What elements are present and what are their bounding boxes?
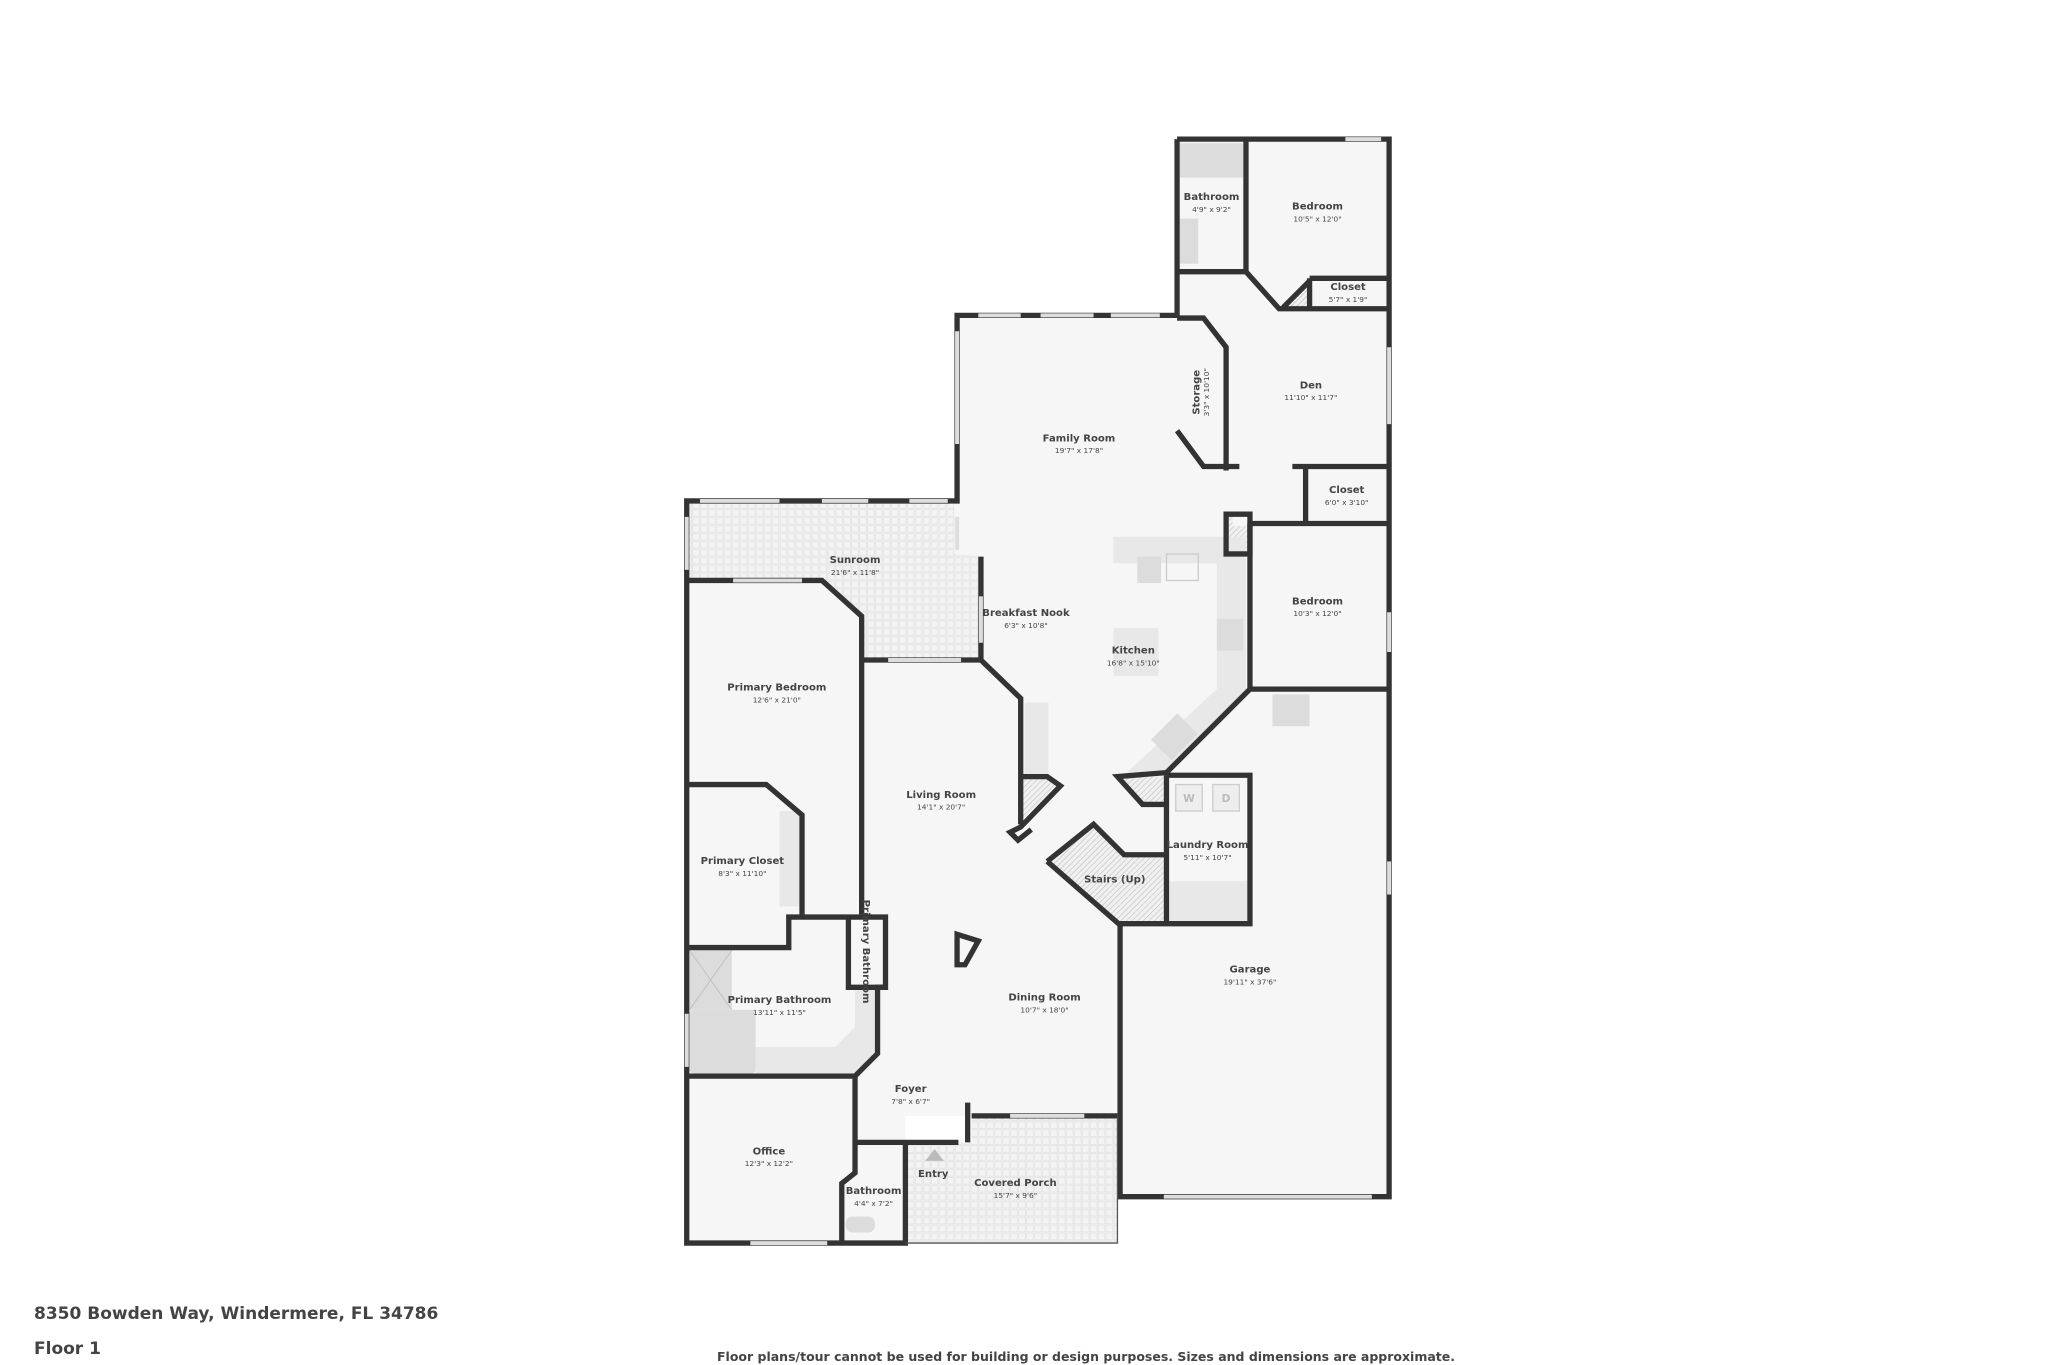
tub-icon (689, 1009, 756, 1074)
room-name: Bedroom (1292, 201, 1343, 212)
porch-floor (906, 1115, 1118, 1244)
room-dims: 5'7" x 1'9" (1329, 295, 1368, 304)
dishwasher-icon (1137, 556, 1162, 584)
room-dims: 12'3" x 12'2" (745, 1159, 793, 1168)
room-name: Entry (918, 1169, 949, 1180)
room-dims: 19'7" x 17'8" (1055, 446, 1103, 455)
kitchen-counter (1113, 536, 1246, 773)
fixtures: W D (689, 143, 1310, 1233)
refrigerator-icon (1150, 713, 1198, 761)
room-name: Closet (1329, 485, 1365, 496)
room-dims: 8'3" x 11'10" (718, 869, 766, 878)
room-name: Dining Room (1008, 993, 1080, 1004)
room-name: Storage (1192, 370, 1203, 415)
water-heater-icon (1272, 694, 1310, 727)
room-name: Closet (1330, 282, 1366, 293)
room-name: Primary Bedroom (727, 682, 826, 693)
room-name: Primary Bathroom (860, 900, 871, 1004)
room-name: Living Room (906, 790, 976, 801)
room-dims: 10'3" x 12'0" (1293, 609, 1341, 618)
room-dims: 12'6" x 21'0" (753, 695, 801, 704)
fireplace-area (1020, 776, 1061, 822)
bar-counter (1024, 702, 1049, 777)
room-name: Stairs (Up) (1084, 875, 1145, 886)
shower-cross (689, 949, 733, 1011)
floor-area (686, 139, 1390, 1244)
room-labels: Bathroom 4'9" x 9'2" Bedroom 10'5" x 12'… (701, 192, 1369, 1208)
room-dims: 3'3" x 10'10" (1202, 368, 1211, 416)
room-name: Covered Porch (974, 1178, 1057, 1189)
floor-label: Floor 1 (34, 1339, 101, 1359)
room-name: Office (753, 1146, 786, 1157)
room-dims: 15'7" x 9'6" (994, 1191, 1038, 1200)
room-name: Breakfast Nook (982, 608, 1070, 619)
room-name: Kitchen (1112, 645, 1155, 656)
room-name: Bedroom (1292, 596, 1343, 607)
laundry-counter (1167, 881, 1249, 923)
room-dims: 13'11" x 11'5" (753, 1008, 806, 1017)
room-dims: 7'8" x 6'7" (891, 1097, 930, 1106)
disclaimer: Floor plans/tour cannot be used for buil… (717, 1349, 1455, 1364)
room-name: Foyer (895, 1084, 927, 1095)
dryer-icon (1212, 783, 1241, 812)
sunroom-floor (689, 503, 981, 659)
room-name: Garage (1230, 965, 1271, 976)
room-dims: 4'9" x 9'2" (1192, 205, 1231, 214)
sink-icon (1165, 553, 1199, 582)
room-name: Laundry Room (1167, 840, 1249, 851)
bathtub-icon (1179, 143, 1244, 178)
room-dims: 16'8" x 15'10" (1107, 658, 1160, 667)
room-name: Family Room (1043, 433, 1116, 444)
stairs-area (1049, 824, 1167, 924)
room-dims: 19'11" x 37'6" (1223, 978, 1276, 987)
room-name: Primary Bathroom (728, 995, 832, 1006)
room-dims: 5'11" x 10'7" (1183, 853, 1231, 862)
stove-icon (1216, 618, 1244, 651)
dryer-label: D (1222, 793, 1231, 805)
room-dims: 14'1" x 20'7" (917, 803, 965, 812)
room-dims: 11'10" x 11'7" (1284, 393, 1337, 402)
closet-shelf (779, 811, 801, 907)
room-name: Bathroom (846, 1186, 902, 1197)
room-name: Primary Closet (701, 856, 785, 867)
entry-arrow-icon (925, 1148, 944, 1161)
room-dims: 10'7" x 18'0" (1020, 1005, 1068, 1014)
room-name: Sunroom (830, 555, 881, 566)
washer-icon (1175, 783, 1203, 812)
room-dims: 10'5" x 12'0" (1293, 214, 1341, 223)
room-dims: 4'4" x 7'2" (854, 1199, 893, 1208)
vanity-counter (755, 987, 875, 1074)
room-name: Bathroom (1184, 192, 1240, 203)
toilet-icon (845, 1216, 875, 1233)
washer-label: W (1183, 793, 1195, 805)
vanity-icon (1179, 218, 1199, 264)
kitchen-island (1113, 628, 1159, 676)
room-name: Den (1300, 380, 1322, 391)
room-dims: 6'3" x 10'8" (1004, 621, 1048, 630)
address: 8350 Bowden Way, Windermere, FL 34786 (34, 1304, 439, 1324)
room-dims: 6'0" x 3'10" (1325, 498, 1369, 507)
column-hatch (1117, 776, 1167, 805)
closet-hatch (1283, 280, 1310, 308)
room-dims: 21'6" x 11'8" (831, 568, 879, 577)
windows (684, 137, 1392, 1246)
